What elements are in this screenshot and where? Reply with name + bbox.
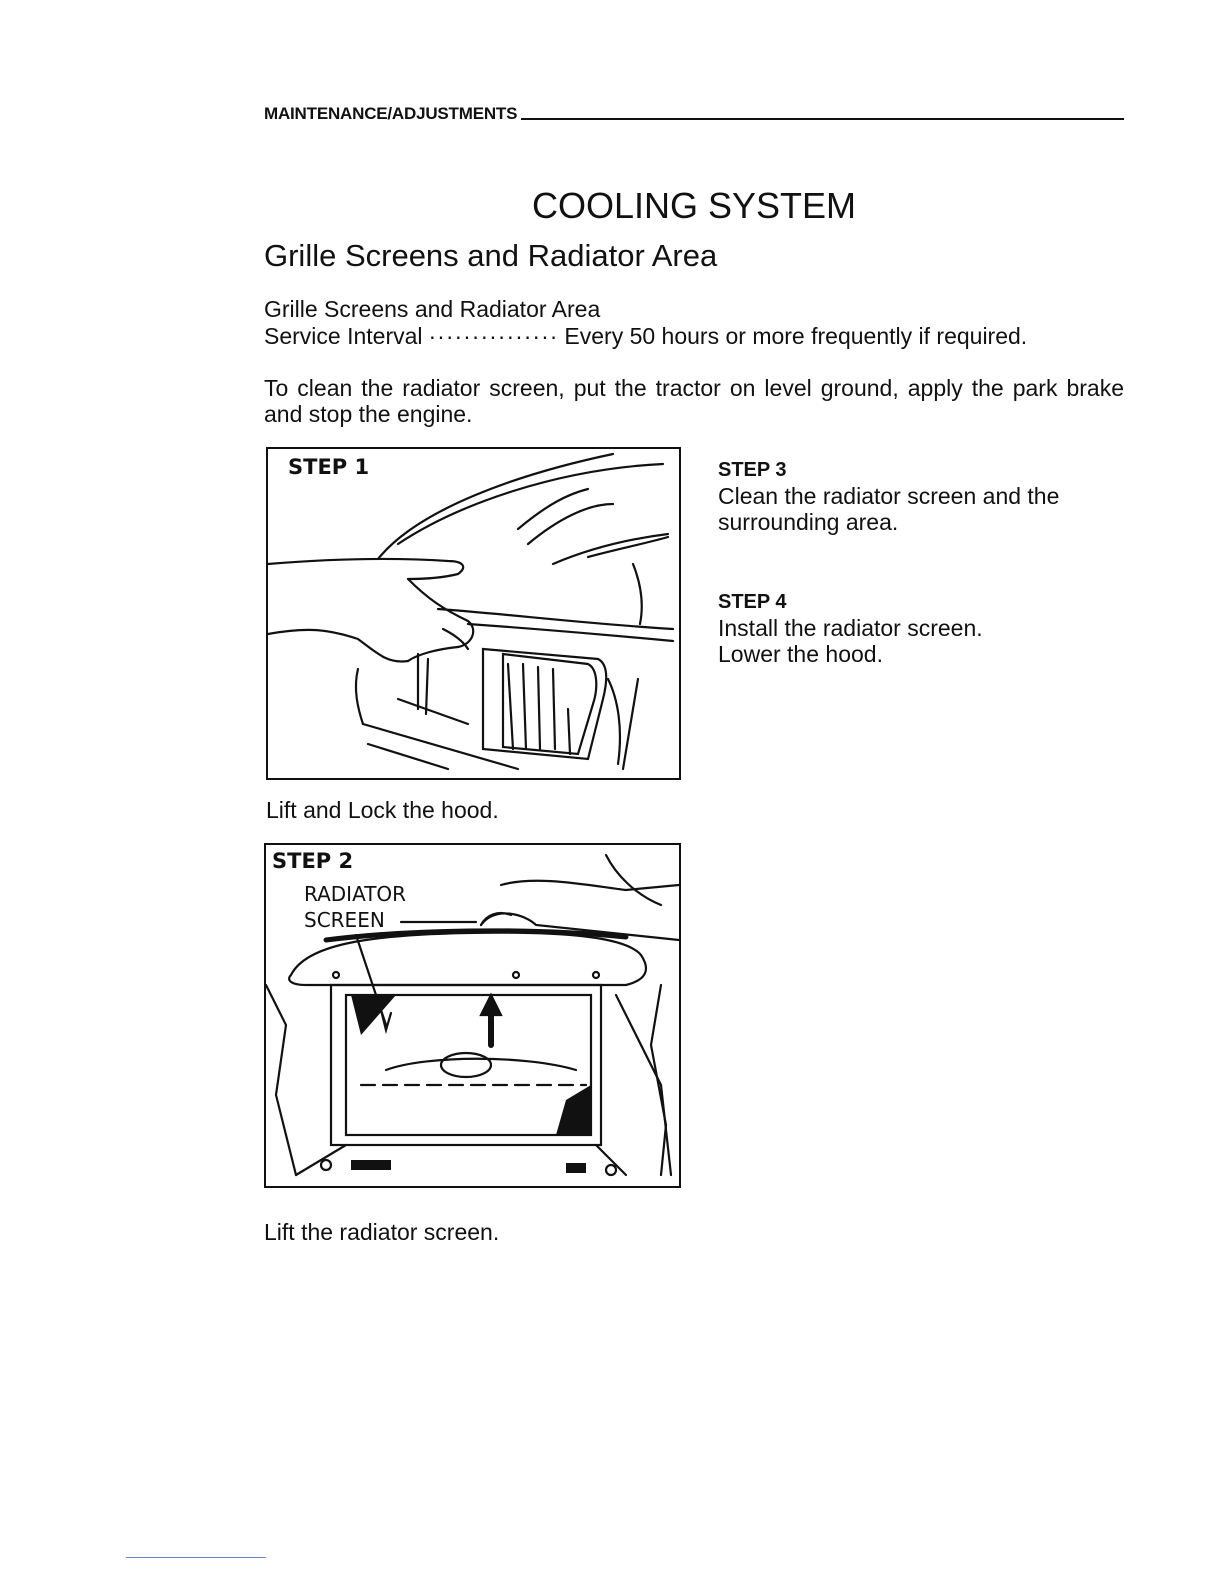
- step-text-line: Install the radiator screen.: [718, 615, 983, 641]
- step-text-line: Clean the radiator screen and the: [718, 483, 1060, 509]
- figure-caption: Lift the radiator screen.: [264, 1219, 500, 1245]
- service-interval-row: Service Interval ··············· Every 5…: [264, 323, 1027, 350]
- service-interval-label: Service Interval: [264, 323, 423, 349]
- footer-rule: [126, 1557, 266, 1558]
- hood-drawing: [268, 452, 675, 771]
- step-block: STEP 4 Install the radiator screen. Lowe…: [718, 589, 1128, 667]
- step-text-line: surrounding area.: [718, 509, 899, 535]
- step-text-line: Lower the hood.: [718, 641, 883, 667]
- service-item: Grille Screens and Radiator Area: [264, 296, 601, 322]
- step2-illustration: STEP 2 RADIATOR SCREEN: [264, 843, 681, 1188]
- header-rule: [521, 118, 1124, 120]
- page-header: MAINTENANCE/ADJUSTMENTS: [264, 100, 1124, 124]
- page-title: COOLING SYSTEM: [531, 185, 857, 226]
- step1-illustration: STEP 1: [266, 447, 681, 780]
- intro-paragraph: To clean the radiator screen, put the tr…: [264, 375, 1124, 427]
- service-interval-block: Grille Screens and Radiator Area Service…: [264, 296, 1027, 350]
- figure-label: STEP 1: [288, 455, 370, 479]
- radiator-screen-callout: RADIATOR SCREEN: [304, 882, 407, 932]
- section-label: MAINTENANCE/ADJUSTMENTS: [264, 104, 518, 123]
- service-interval-value: Every 50 hours or more frequently if req…: [564, 323, 1028, 349]
- step-title: STEP 3: [718, 459, 787, 481]
- step-block: STEP 3 Clean the radiator screen and the…: [718, 457, 1128, 535]
- leader-dots: ···············: [428, 323, 559, 349]
- radiator-drawing: [266, 853, 679, 1177]
- figure-caption: Lift and Lock the hood.: [266, 797, 499, 823]
- figure-label: STEP 2: [272, 849, 354, 873]
- page-subtitle: Grille Screens and Radiator Area: [264, 238, 718, 273]
- step-title: STEP 4: [718, 591, 787, 613]
